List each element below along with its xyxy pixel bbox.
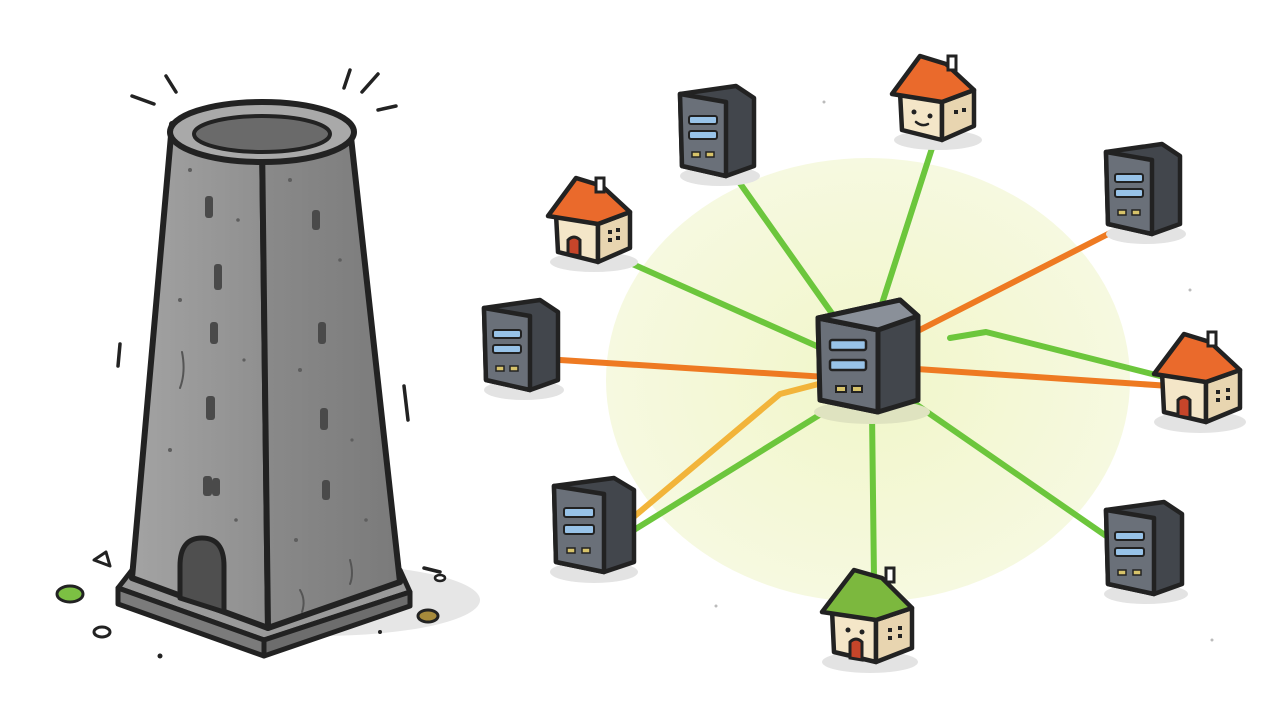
link-server-left: [557, 357, 845, 381]
server-bottom-left: [550, 475, 638, 583]
link-house-left: [607, 251, 833, 355]
distributed-network: [481, 53, 1246, 673]
house-top: [889, 53, 982, 150]
tower-door: [177, 535, 227, 615]
link-house-top: [875, 139, 937, 319]
house-right: [1151, 330, 1246, 433]
link-server-bottom-left-yellow: [627, 377, 837, 523]
link-house-right-orange: [899, 365, 1173, 389]
server-bottom-right: [1103, 499, 1188, 604]
house-left: [545, 175, 638, 272]
link-server-bottom-right: [901, 393, 1115, 543]
server-top-right: [1103, 141, 1186, 244]
link-server-top-left: [729, 169, 841, 325]
tower-side-face: [259, 125, 403, 631]
tower-texture: [168, 168, 368, 542]
link-server-top-right: [901, 229, 1115, 341]
server-top-left: [677, 83, 760, 186]
house-bottom: [819, 566, 918, 673]
link-server-bottom-left: [631, 393, 853, 533]
monolithic-tower: [55, 68, 480, 659]
tower-motion-lines: [116, 68, 442, 574]
tower-debris: [55, 550, 447, 659]
link-house-right-green: [947, 329, 1163, 379]
network-links: [557, 139, 1173, 583]
tower-windows: [203, 196, 330, 500]
central-server: [814, 297, 930, 424]
server-left: [481, 297, 564, 400]
link-house-bottom: [869, 409, 877, 583]
